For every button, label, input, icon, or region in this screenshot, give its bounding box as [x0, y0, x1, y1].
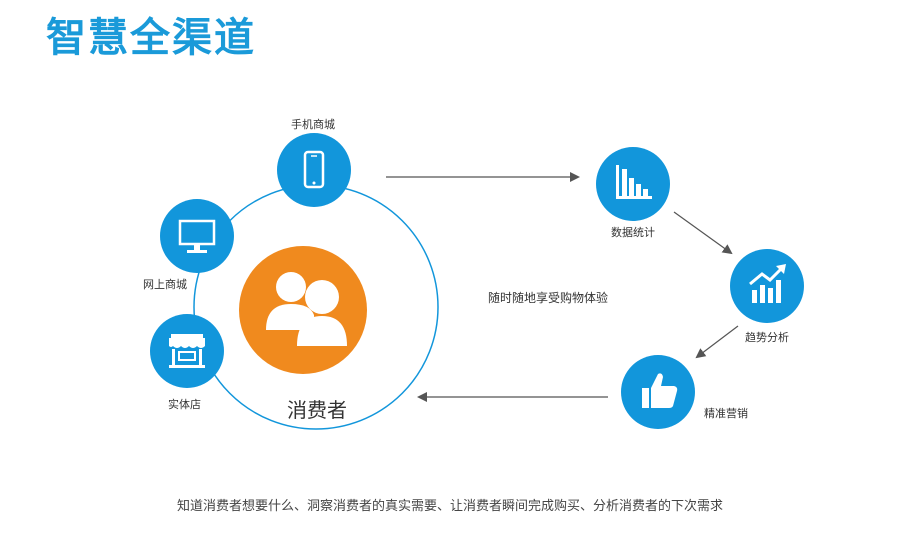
consumer-label: 消费者 [287, 398, 347, 422]
cycle-node-marketing[interactable] [621, 355, 695, 429]
bottom-caption: 知道消费者想要什么、洞察消费者的真实需要、让消费者瞬间完成购买、分析消费者的下次… [176, 499, 723, 514]
monitor-icon [178, 219, 216, 253]
cycle-node-data-stats[interactable] [596, 147, 670, 221]
channel-label-mobile: 手机商城 [291, 118, 335, 131]
bar-chart-icon [616, 165, 652, 199]
cycle-node-trend[interactable] [730, 249, 804, 323]
channel-label-web: 网上商城 [143, 278, 187, 291]
thumbs-up-icon [642, 373, 678, 408]
storefront-icon [169, 334, 205, 368]
arrow-to-trend [673, 211, 733, 255]
channel-node-mobile[interactable] [277, 133, 351, 207]
consumer-node [239, 246, 367, 374]
users-icon [266, 272, 347, 346]
channel-node-web[interactable] [160, 199, 234, 273]
channel-node-store[interactable] [150, 314, 224, 388]
arrow-to-marketing [695, 325, 739, 359]
page-title: 智慧全渠道 [46, 15, 256, 61]
channel-label-store: 实体店 [168, 398, 201, 411]
experience-text: 随时随地享受购物体验 [488, 291, 609, 305]
trend-up-chart-icon [749, 264, 786, 303]
cycle-label-trend: 趋势分析 [745, 331, 789, 344]
cycle-label-data-stats: 数据统计 [611, 226, 655, 239]
smartphone-icon [303, 150, 325, 189]
cycle-label-marketing: 精准营销 [704, 407, 748, 420]
